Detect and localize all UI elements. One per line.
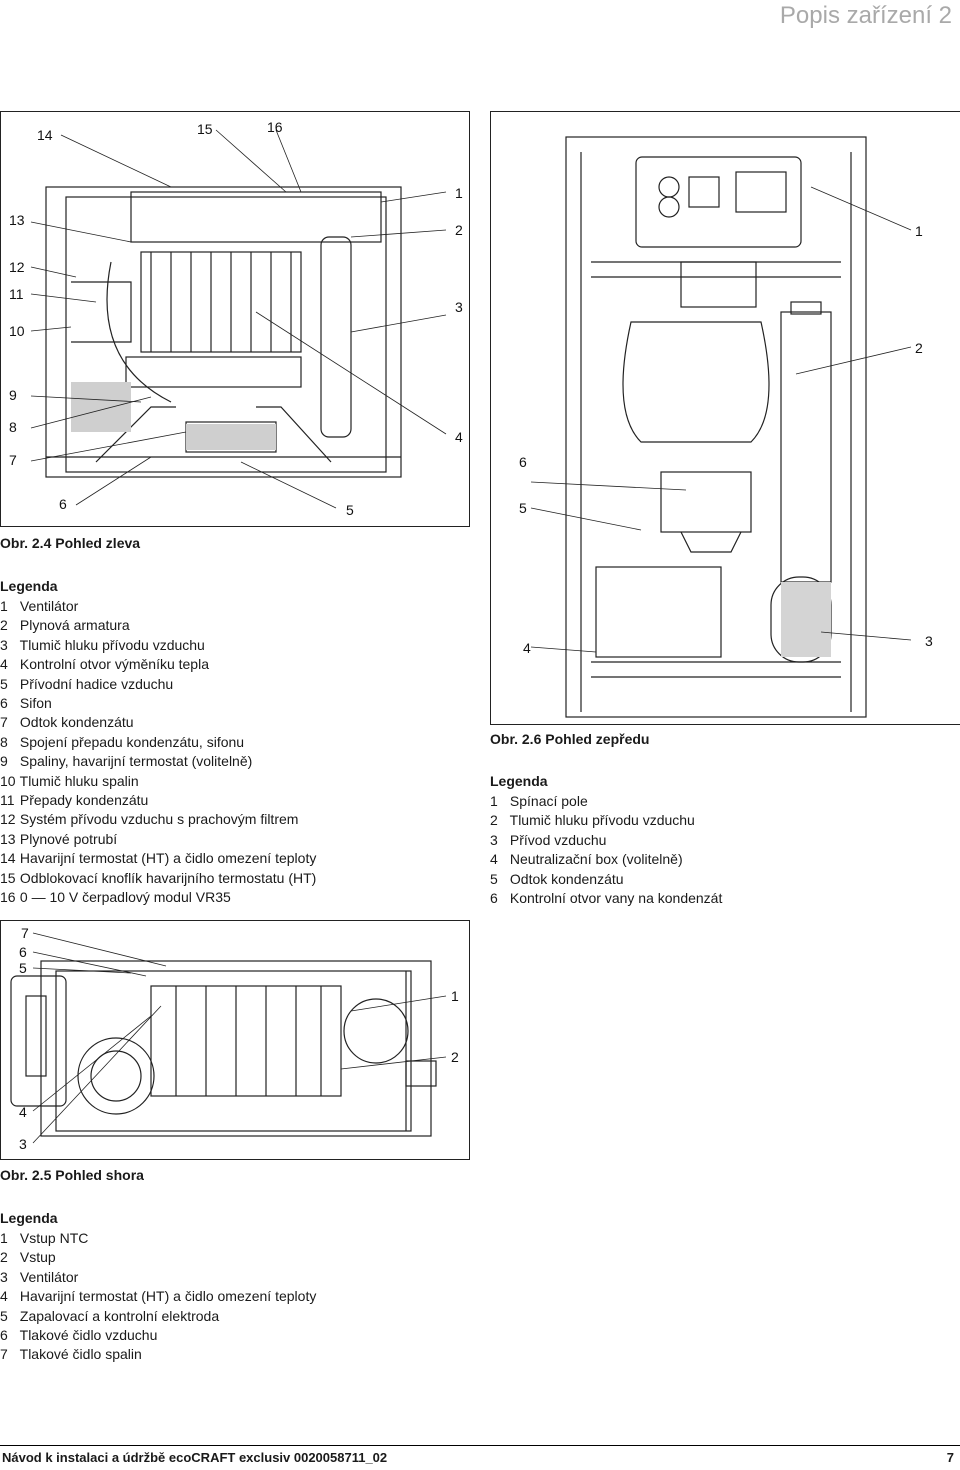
callout-3: 3: [19, 1136, 27, 1152]
legend-item: 1 Vstup NTC: [0, 1230, 89, 1246]
figure-front-view: 1 2 6 5 4 3: [490, 111, 960, 725]
footer-document-title: Návod k instalaci a údržbě ecoCRAFT excl…: [2, 1450, 388, 1465]
caption-figure-2-6: Obr. 2.6 Pohled zepředu: [490, 731, 650, 747]
legend-item: 7 Tlakové čidlo spalin: [0, 1346, 142, 1363]
legend-item: 1 Ventilátor: [0, 598, 79, 614]
legend-list-2-6: 1 Spínací pole 2 Tlumič hluku přívodu vz…: [490, 792, 722, 908]
legend-item: 7 Odtok kondenzátu: [0, 714, 134, 731]
callout-11: 11: [9, 286, 24, 302]
callout-4: 4: [523, 640, 531, 656]
callout-6: 6: [59, 496, 67, 512]
callout-1: 1: [915, 223, 923, 239]
legend-item: 6 Tlakové čidlo vzduchu: [0, 1327, 158, 1344]
callout-14: 14: [37, 127, 53, 143]
callout-3: 3: [455, 299, 463, 315]
legend-list-2-5: 1 Vstup NTC 2 Vstup 3 Ventilátor 4 Havar…: [0, 1229, 316, 1365]
figure-top-view: 7 6 5 4 3 1 2: [0, 920, 470, 1160]
legend-item: 11 Přepady kondenzátu: [0, 792, 149, 809]
legend-title-2-6: Legenda: [490, 773, 548, 789]
callout-16: 16: [267, 119, 283, 135]
callout-4: 4: [455, 429, 463, 445]
callout-10: 10: [9, 323, 25, 339]
legend-list-2-4: 1 Ventilátor 2 Plynová armatura 3 Tlumič…: [0, 597, 316, 908]
legend-item: 3 Tlumič hluku přívodu vzduchu: [0, 636, 205, 653]
legend-item: 3 Ventilátor: [0, 1268, 79, 1285]
legend-item: 5 Zapalovací a kontrolní elektroda: [0, 1307, 220, 1324]
callout-4: 4: [19, 1104, 27, 1120]
legend-item: 4 Kontrolní otvor výměníku tepla: [0, 656, 209, 673]
legend-item: 6 Kontrolní otvor vany na kondenzát: [490, 890, 723, 907]
caption-figure-2-4: Obr. 2.4 Pohled zleva: [0, 535, 141, 551]
callout-1: 1: [451, 988, 459, 1004]
callout-5: 5: [346, 502, 354, 518]
callout-7: 7: [9, 452, 17, 468]
callout-7: 7: [21, 925, 29, 941]
callout-6: 6: [19, 944, 27, 960]
callout-12: 12: [9, 259, 25, 275]
legend-item: 8 Spojení přepadu kondenzátu, sifonu: [0, 733, 245, 750]
boiler-top-view-drawing: [10, 932, 447, 1144]
callout-5: 5: [19, 960, 27, 976]
callout-2: 2: [451, 1049, 459, 1065]
legend-item: 3 Přívod vzduchu: [490, 831, 607, 848]
callout-5: 5: [519, 500, 527, 516]
legend-item: 6 Sifon: [0, 695, 52, 712]
page-section-title: Popis zařízení 2: [779, 2, 952, 29]
legend-item: 16 0 — 10 V čerpadlový modul VR35: [0, 889, 231, 906]
legend-item: 15 Odblokovací knoflík havarijního termo…: [0, 869, 317, 886]
figure-left-view: 14 15 16 13 12 11 10 9 8 7 6 5 4 3 2 1: [0, 111, 470, 527]
callout-8: 8: [9, 419, 17, 435]
legend-title-2-5: Legenda: [0, 1210, 58, 1226]
legend-item: 12 Systém přívodu vzduchu s prachovým fi…: [0, 811, 299, 828]
boiler-front-view-drawing: [530, 136, 912, 718]
callout-13: 13: [9, 212, 25, 228]
callout-1: 1: [455, 185, 463, 201]
legend-item: 5 Přívodní hadice vzduchu: [0, 675, 174, 692]
callout-3: 3: [925, 633, 933, 649]
callout-2: 2: [455, 222, 463, 238]
callout-6: 6: [519, 454, 527, 470]
legend-item: 1 Spínací pole: [490, 793, 588, 809]
callout-9: 9: [9, 387, 17, 403]
legend-item: 14 Havarijní termostat (HT) a čidlo omez…: [0, 850, 317, 867]
legend-item: 4 Havarijní termostat (HT) a čidlo omeze…: [0, 1288, 317, 1305]
legend-item: 9 Spaliny, havarijní termostat (voliteln…: [0, 753, 253, 770]
boiler-left-view-drawing: [30, 129, 447, 509]
page-number: 7: [946, 1450, 954, 1465]
callout-2: 2: [915, 340, 923, 356]
legend-item: 10 Tlumič hluku spalin: [0, 772, 139, 789]
legend-item: 5 Odtok kondenzátu: [490, 870, 624, 887]
legend-item: 4 Neutralizační box (volitelně): [490, 851, 683, 868]
legend-item: 2 Plynová armatura: [0, 617, 130, 634]
footer-divider: [0, 1445, 960, 1446]
legend-item: 2 Vstup: [0, 1249, 56, 1266]
legend-title-2-4: Legenda: [0, 578, 58, 594]
legend-item: 2 Tlumič hluku přívodu vzduchu: [490, 812, 695, 829]
caption-figure-2-5: Obr. 2.5 Pohled shora: [0, 1167, 144, 1183]
legend-item: 13 Plynové potrubí: [0, 830, 118, 847]
callout-15: 15: [197, 121, 213, 137]
